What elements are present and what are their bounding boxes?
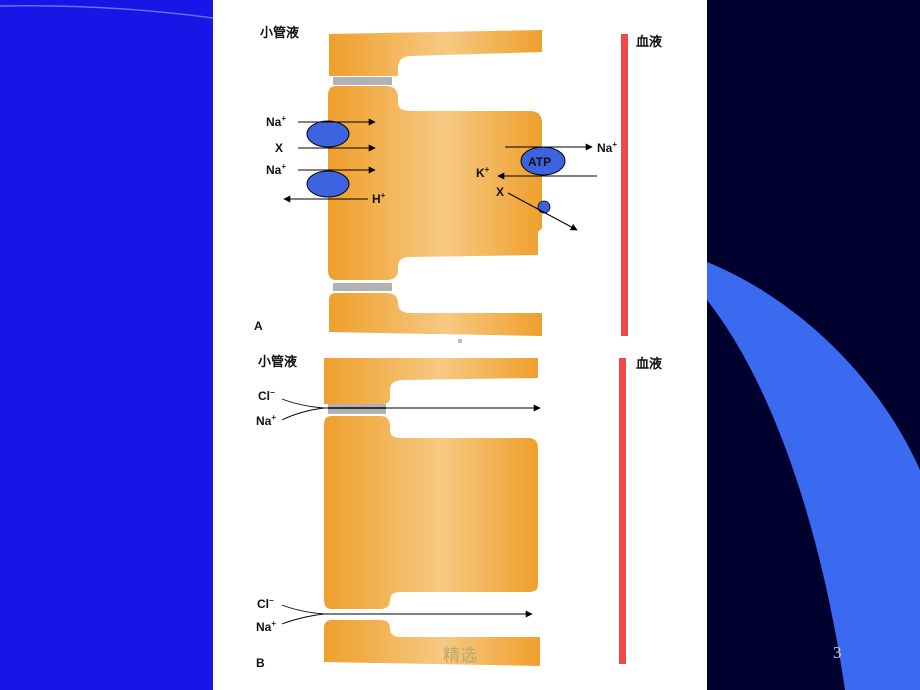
panel-a-ion-na-1: Na+ [266, 114, 286, 129]
panel-b: 小管液 血液 Cl− Na+ Cl− Na+ B [256, 354, 662, 670]
panel-b-na-curve-bottom [281, 613, 325, 625]
panel-a-x-carrier [537, 200, 551, 214]
panel-a-tight-junction-bottom [333, 283, 392, 291]
page-number: 3 [833, 643, 842, 662]
panel-a-ion-na-out: Na+ [597, 140, 617, 155]
panel-b-blood-vessel [619, 358, 626, 664]
panel-a-tight-junction-top [333, 77, 392, 85]
panel-b-cl-curve-top [281, 398, 325, 409]
panel-a-letter: A [254, 319, 263, 333]
panel-b-blood-label: 血液 [636, 356, 662, 372]
separator-dot [458, 339, 462, 343]
panel-b-letter: B [256, 656, 265, 670]
panel-a-atp-label: ATP [528, 155, 551, 169]
panel-a-blood-vessel [621, 34, 628, 336]
panel-a-ion-na-2: Na+ [266, 162, 286, 177]
panel-a-na-x-cotransporter [306, 120, 350, 148]
panel-a-ion-x-2: X [496, 185, 504, 199]
panel-a-bottom-cell [329, 293, 542, 336]
panel-b-cl-curve-bottom [281, 604, 325, 615]
panel-a-ion-k: K+ [476, 165, 490, 180]
panel-b-na-curve-top [281, 407, 325, 421]
panel-a-lumen-label: 小管液 [260, 25, 299, 41]
panel-b-tight-junction-top [328, 404, 386, 414]
panel-b-top-cell [324, 358, 538, 404]
panel-a-arrow-x-out [507, 192, 578, 231]
panel-b-ion-cl-top: Cl− [258, 388, 275, 403]
panel-a-na-h-exchanger [306, 170, 350, 198]
panel-a: 小管液 血液 ATP Na+ X [254, 25, 662, 336]
panel-b-ion-cl-bottom: Cl− [257, 596, 274, 611]
panel-a-blood-label: 血液 [636, 34, 662, 50]
panel-a-main-cell [328, 86, 542, 280]
panel-b-lumen-label: 小管液 [258, 354, 297, 370]
panel-a-top-cell [329, 30, 542, 76]
panel-b-ion-na-bottom: Na+ [256, 619, 276, 634]
panel-b-main-cell [324, 416, 538, 609]
panel-a-ion-x-1: X [275, 141, 283, 155]
decor-light-wave [707, 262, 920, 690]
footer-label: 精选 [443, 646, 477, 666]
panel-b-bottom-cell [324, 620, 540, 666]
panel-a-ion-h: H+ [372, 191, 386, 206]
decor-arc-top [0, 5, 214, 19]
panel-b-ion-na-top: Na+ [256, 413, 276, 428]
